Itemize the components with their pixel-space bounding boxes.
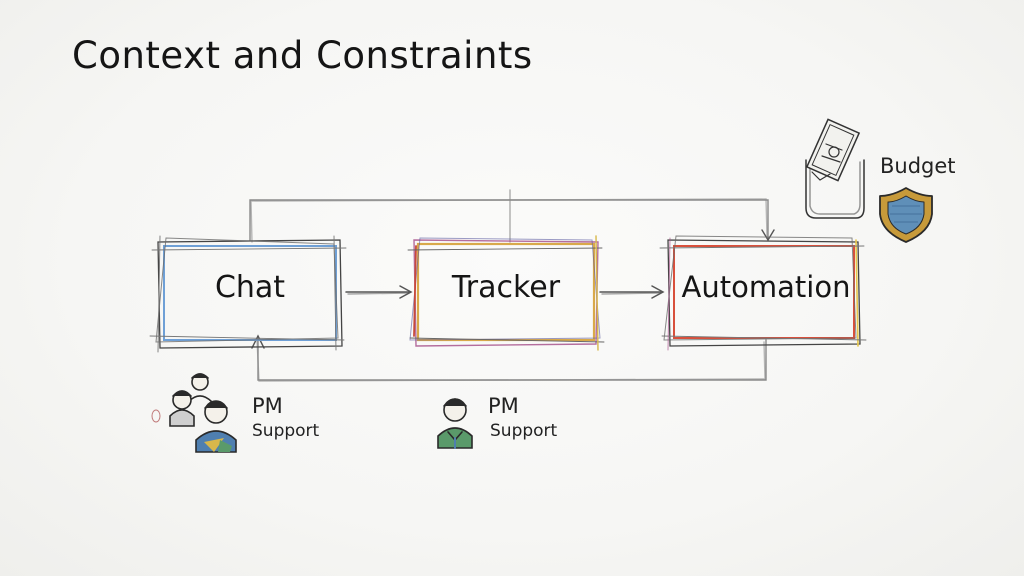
slide-title: Context and Constraints bbox=[72, 34, 533, 77]
chat-box[interactable] bbox=[149, 235, 347, 353]
bottom-connector bbox=[251, 334, 767, 382]
automation-label: Automation bbox=[681, 270, 851, 304]
arrow-tracker-to-automation bbox=[599, 285, 665, 299]
tracker-label: Tracker bbox=[451, 270, 561, 305]
chat-label: Chat bbox=[214, 270, 286, 305]
automation-box[interactable] bbox=[659, 235, 867, 351]
top-connector bbox=[249, 189, 775, 243]
arrow-chat-to-tracker bbox=[345, 285, 413, 299]
budget-label: Budget bbox=[880, 154, 956, 178]
tracker-team-primary-label: PM bbox=[488, 394, 519, 418]
chat-team-primary-label: PM bbox=[252, 394, 283, 418]
shield-icon bbox=[879, 187, 933, 243]
chat-team-secondary-label: Support bbox=[252, 421, 320, 441]
tracker-team-secondary-label: Support bbox=[490, 421, 558, 441]
person-icon bbox=[437, 398, 473, 449]
people-group-icon bbox=[151, 373, 237, 453]
money-bag-icon bbox=[805, 118, 865, 219]
tracker-box[interactable] bbox=[407, 235, 605, 351]
